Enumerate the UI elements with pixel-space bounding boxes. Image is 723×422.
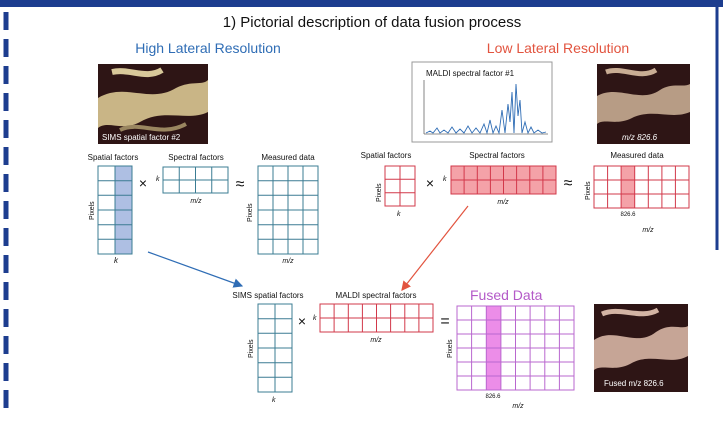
low-measured-mz: m/z	[642, 227, 654, 234]
low-spectral-mz: m/z	[497, 199, 509, 206]
low-approx-sign: ≈	[564, 175, 573, 192]
arrow-maldi-to-fused	[401, 205, 469, 291]
high-spatial-label: Spatial factors	[88, 153, 139, 162]
high-measured-grid	[257, 165, 319, 255]
high-measured-pixels: Pixels	[247, 203, 254, 222]
high-measured-label: Measured data	[261, 153, 315, 162]
high-pixels-label: Pixels	[89, 201, 96, 220]
low-spectral-k: k	[443, 176, 447, 183]
fused-maldi-label: MALDI spectral factors	[336, 291, 417, 300]
fused-maldi-k: k	[313, 315, 317, 322]
fused-times-sign: ×	[298, 313, 306, 329]
low-measured-pixels: Pixels	[585, 181, 592, 200]
maldi-spectrum-title: MALDI spectral factor #1	[426, 69, 515, 78]
low-measured-grid	[593, 165, 690, 209]
high-measured-mz: m/z	[282, 258, 294, 265]
sims-image-caption: SIMS spatial factor #2	[102, 133, 181, 142]
fused-maldi-grid	[319, 303, 434, 333]
fused-data-grid	[456, 305, 575, 391]
low-k-label: k	[397, 211, 401, 218]
fused-data-mz: m/z	[512, 403, 524, 410]
low-peak-label: 826.6	[620, 212, 636, 218]
high-spectral-k: k	[156, 176, 160, 183]
high-resolution-heading: High Lateral Resolution	[135, 40, 281, 56]
high-approx-sign: ≈	[236, 176, 245, 193]
fused-peak-label: 826.6	[485, 394, 501, 400]
high-k-label: k	[114, 256, 119, 265]
high-spatial-grid	[97, 165, 133, 255]
fused-sims-grid	[257, 303, 293, 393]
low-pixels-label: Pixels	[376, 183, 383, 202]
high-times-sign: ×	[139, 175, 147, 191]
low-resolution-heading: Low Lateral Resolution	[487, 40, 629, 56]
maldi-image-caption: m/z 826.6	[622, 133, 658, 142]
low-measured-label: Measured data	[610, 151, 664, 160]
low-times-sign: ×	[426, 175, 434, 191]
fused-maldi-mz: m/z	[370, 337, 382, 344]
fused-image-caption: Fused m/z 826.6	[604, 379, 664, 388]
fused-k-left: k	[272, 397, 276, 404]
fused-mz-image: Fused m/z 826.6	[594, 304, 688, 392]
low-spatial-label: Spatial factors	[361, 151, 412, 160]
sims-spatial-factor-image: SIMS spatial factor #2	[98, 64, 208, 144]
fused-sims-label: SIMS spatial factors	[232, 291, 303, 300]
low-spatial-grid	[384, 165, 416, 207]
fused-equals-sign: =	[440, 313, 449, 330]
figure-frame	[0, 0, 723, 410]
fused-pixels-right: Pixels	[447, 339, 454, 358]
low-spectral-label: Spectral factors	[469, 151, 525, 160]
arrow-sims-to-fused	[147, 251, 244, 288]
figure-title: 1) Pictorial description of data fusion …	[223, 14, 521, 31]
maldi-mz-image: m/z 826.6	[597, 64, 690, 144]
high-spectral-mz: m/z	[190, 198, 202, 205]
low-spectral-grid	[450, 165, 557, 195]
high-spectral-grid	[162, 166, 229, 194]
fused-data-heading: Fused Data	[470, 287, 543, 303]
fused-pixels-left: Pixels	[248, 339, 255, 358]
high-spectral-label: Spectral factors	[168, 153, 224, 162]
maldi-spectrum-plot: MALDI spectral factor #1	[411, 61, 553, 143]
